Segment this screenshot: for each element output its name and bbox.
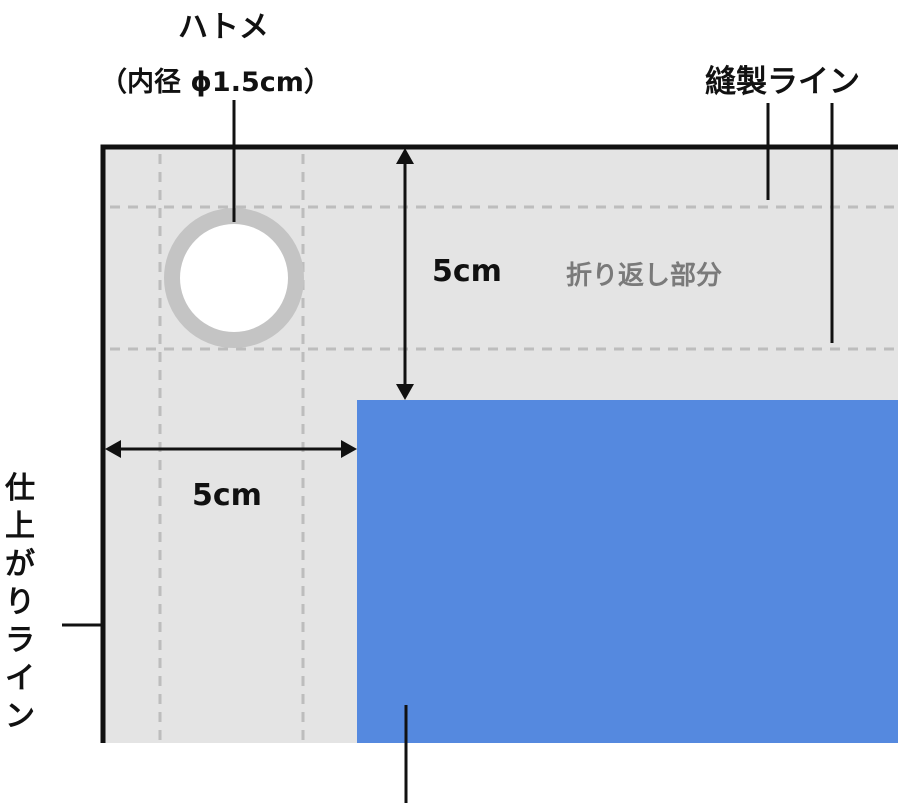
- vertical-dimension-label: 5cm: [432, 254, 502, 289]
- horizontal-dimension-arrow: [105, 440, 357, 458]
- finish-line-label: 仕上がりライン: [5, 471, 35, 734]
- grommet-spec-label: （内径 ϕ1.5cm）: [100, 67, 331, 98]
- grommet-title-label: ハトメ: [178, 10, 269, 45]
- sewing-line-label: 縫製ライン: [705, 64, 860, 100]
- horizontal-dimension-label: 5cm: [192, 478, 262, 513]
- finish-outline: [100, 144, 898, 743]
- grommet-ring: [164, 208, 304, 348]
- vertical-dimension-arrow: [396, 148, 414, 400]
- leader-lines: [62, 100, 834, 803]
- fold-area-label: 折り返し部分: [566, 261, 723, 291]
- print-area: [357, 400, 898, 743]
